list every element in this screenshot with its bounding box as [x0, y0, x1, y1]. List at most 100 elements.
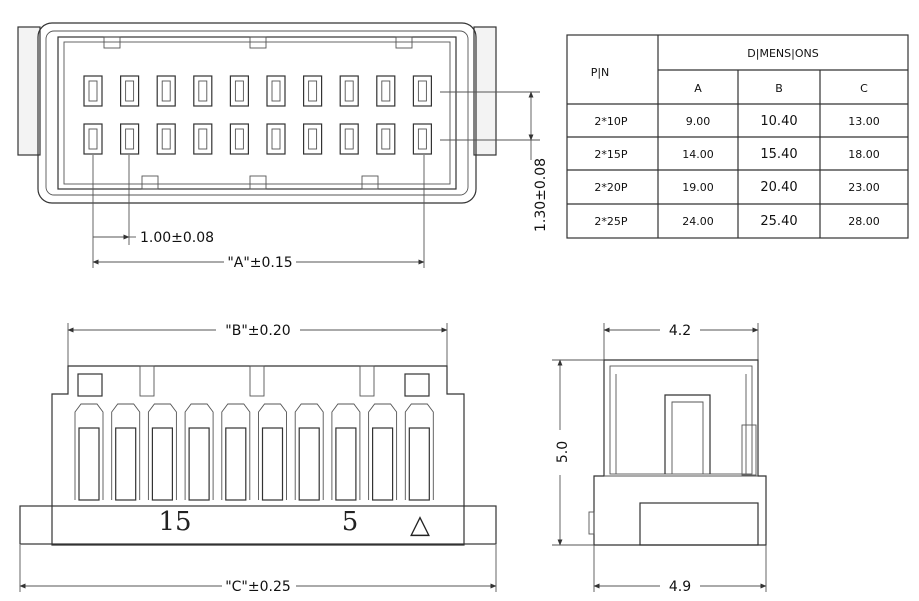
table-cell-c: 13.00 [848, 115, 880, 128]
table-cell-b: 20.40 [760, 180, 797, 195]
dim-b-label: "B"±0.20 [225, 323, 290, 339]
pin-cell-inner [125, 80, 135, 102]
pin-cell [229, 75, 249, 107]
table-col-a: A [694, 82, 702, 95]
table-cell-b: 25.40 [760, 214, 797, 229]
side-view-lower-block [639, 502, 759, 546]
front-slot [331, 403, 361, 500]
front-view-slots [74, 403, 434, 501]
pin-cell-inner [308, 128, 318, 150]
side-bottom-width-label: 4.9 [669, 579, 691, 595]
front-slot-window [78, 427, 100, 501]
pin-cell [412, 123, 432, 155]
top-view-left-flange [17, 26, 41, 156]
front-slot-window [372, 427, 394, 501]
front-slot-window [225, 427, 247, 501]
pin-cell [156, 75, 176, 107]
pin-cell-inner [125, 128, 135, 150]
front-view-corner-key [77, 373, 103, 397]
pin-cell [412, 75, 432, 107]
pin-cell-inner [198, 128, 208, 150]
table-cell-b: 10.40 [760, 114, 797, 129]
table-col-c: C [860, 82, 868, 95]
top-view-key [249, 175, 267, 190]
top-view-key [141, 175, 159, 190]
side-view-nub [588, 511, 595, 535]
table-cell-c: 28.00 [848, 215, 880, 228]
front-slot [368, 403, 398, 500]
table-cell-pn: 2*10P [594, 115, 627, 128]
front-slot [111, 403, 141, 500]
front-slot-window [188, 427, 210, 501]
pin-cell-inner [417, 80, 427, 102]
table-cell-b: 15.40 [760, 147, 797, 162]
front-slot [184, 403, 214, 500]
pin-cell [229, 123, 249, 155]
top-view-key [395, 36, 413, 49]
front-view-rib [139, 365, 155, 397]
dim-c-label: "C"±0.25 [225, 579, 291, 595]
front-view-body [51, 365, 465, 546]
pin-cell [376, 75, 396, 107]
pin-cell-inner [234, 80, 244, 102]
pin-cell-inner [381, 80, 391, 102]
front-slot-window [298, 427, 320, 501]
pin-cell [303, 75, 323, 107]
front-slot-window [115, 427, 137, 501]
front-view-rib [359, 365, 375, 397]
table-cell-pn: 2*25P [594, 215, 627, 228]
top-view-dimensions: 1.00±0.08 "A"±0.15 1.30±0.08 [92, 91, 549, 271]
pin-pitch-label: 1.00±0.08 [140, 230, 214, 246]
top-view-right-flange [473, 26, 497, 156]
table-cell-a: 24.00 [682, 215, 714, 228]
front-slot [258, 403, 287, 500]
top-view-outline [37, 22, 477, 204]
pin-cell-inner [161, 128, 171, 150]
front-view-corner-key [404, 373, 430, 397]
pin-cell [156, 123, 176, 155]
front-slot [294, 403, 324, 500]
top-view [17, 22, 497, 204]
pin-cell-inner [234, 128, 244, 150]
pin-cell-inner [308, 80, 318, 102]
side-view: 4.2 5.0 4.9 [552, 323, 767, 595]
pin-cell [83, 75, 103, 107]
pin-cell [193, 123, 213, 155]
table-cell-pn: 2*20P [594, 181, 627, 194]
pin-cell [193, 75, 213, 107]
top-view-key [103, 36, 121, 49]
table-cell-a: 19.00 [682, 181, 714, 194]
table-cell-c: 18.00 [848, 148, 880, 161]
table-cell-a: 9.00 [686, 115, 711, 128]
pin-cell-inner [88, 80, 98, 102]
pin-cell-inner [271, 80, 281, 102]
pin-cell-inner [344, 80, 354, 102]
pin-cell-inner [271, 128, 281, 150]
side-height-label: 5.0 [555, 441, 571, 463]
dim-a-label: "A"±0.15 [227, 255, 292, 271]
pin-number-label: 15 [158, 507, 191, 537]
front-slot [404, 403, 434, 500]
pin-grid [83, 75, 432, 155]
pin-cell-inner [198, 80, 208, 102]
pin-cell-inner [417, 128, 427, 150]
front-view-rib [249, 365, 265, 397]
table-cell-c: 23.00 [848, 181, 880, 194]
polarity-triangle-icon: △ [410, 510, 430, 540]
side-view-latch [741, 424, 757, 476]
front-slot-window [261, 427, 284, 501]
pin-cell-inner [88, 128, 98, 150]
side-view-upper-inner [609, 365, 753, 475]
pin-cell-inner [344, 128, 354, 150]
row-pitch-label: 1.30±0.08 [533, 158, 549, 232]
top-view-inner-outline [45, 30, 469, 196]
pin-cell [339, 123, 359, 155]
pin-cell [303, 123, 323, 155]
pin-cell [119, 123, 140, 155]
top-view-key [361, 175, 379, 190]
front-view: "B"±0.20 15 5 △ "C"±0.25 [19, 323, 497, 595]
front-slot-window [335, 427, 357, 501]
pin-number-label: 5 [342, 507, 359, 537]
pin-cell-inner [381, 128, 391, 150]
